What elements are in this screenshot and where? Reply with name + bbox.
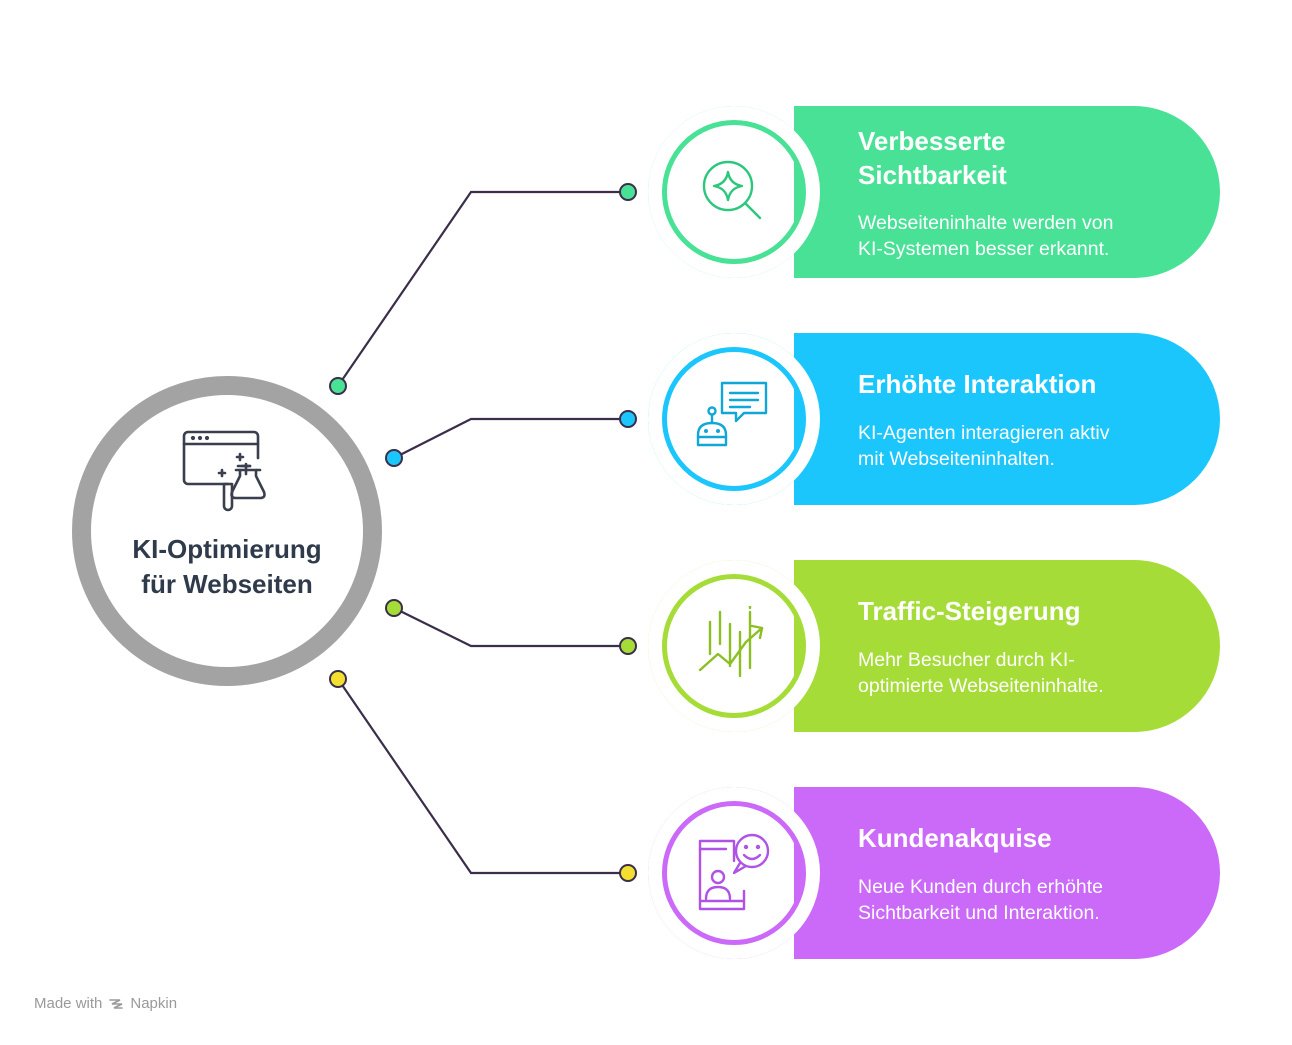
connector-dot-end-4 — [619, 864, 637, 882]
connector-dot-end-2 — [619, 410, 637, 428]
napkin-logo-icon — [109, 998, 124, 1009]
branch-title: Verbesserte Sichtbarkeit — [858, 126, 1007, 190]
branch-pill — [794, 560, 1220, 732]
branch-description: Neue Kunden durch erhöhte Sichtbarkeit u… — [858, 876, 1104, 924]
branch-title: Erhöhte Interaktion — [858, 369, 1097, 399]
branch-description: Mehr Besucher durch KI- optimierte Webse… — [858, 649, 1104, 697]
connector-1 — [337, 190, 628, 387]
branch-pill — [794, 106, 1220, 278]
connector-dot-end-3 — [619, 637, 637, 655]
browser-lab-icon — [182, 430, 266, 512]
center-node-ring — [72, 376, 382, 686]
connector-dot-start-3 — [385, 599, 403, 617]
branch-pill — [794, 333, 1220, 505]
branch-pill — [794, 787, 1220, 959]
branch-card-traffic: Traffic-Steigerung Mehr Besucher durch K… — [648, 560, 1220, 732]
branch-description: Webseiteninhalte werden von KI-Systemen … — [858, 212, 1114, 260]
branch-title: Traffic-Steigerung — [858, 596, 1081, 626]
branch-description: KI-Agenten interagieren aktiv mit Websei… — [858, 422, 1110, 470]
connector-4 — [337, 678, 628, 875]
connector-dot-start-2 — [385, 449, 403, 467]
branch-card-acquisition: Kundenakquise Neue Kunden durch erhöhte … — [648, 787, 1220, 959]
branch-card-interaction: Erhöhte Interaktion KI-Agenten interagie… — [648, 333, 1220, 505]
footer-made-with: Made with — [34, 995, 103, 1012]
center-title: KI-Optimierung für Webseiten — [132, 534, 322, 599]
footer-brand: Napkin — [130, 995, 178, 1012]
connector-3 — [393, 607, 628, 648]
branch-title: Kundenakquise — [858, 823, 1052, 853]
connector-dot-end-1 — [619, 183, 637, 201]
growth-chart-icon — [698, 606, 764, 678]
connector-dot-start-4 — [329, 670, 347, 688]
footer-watermark: Made with Napkin — [34, 995, 177, 1012]
customer-chat-icon — [698, 833, 770, 911]
search-sparkle-icon — [702, 160, 762, 220]
branch-card-visibility: Verbesserte Sichtbarkeit Webseiteninhalt… — [648, 106, 1220, 278]
robot-chat-icon — [696, 381, 768, 447]
connector-dot-start-1 — [329, 377, 347, 395]
connector-2 — [393, 417, 628, 459]
